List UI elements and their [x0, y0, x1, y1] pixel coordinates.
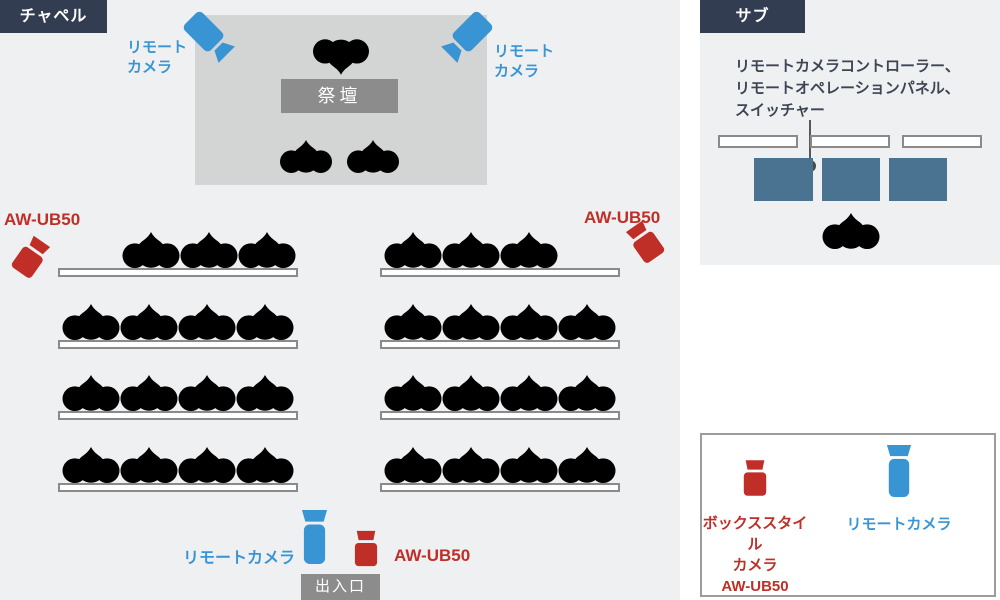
couple-person-icon	[280, 139, 332, 174]
console-desk-icon	[822, 158, 880, 201]
pew-bench	[58, 268, 298, 277]
console-desk-icon	[889, 158, 947, 201]
pew-bench	[58, 411, 298, 420]
attendee-icon	[384, 231, 442, 269]
officiant-icon	[313, 38, 369, 76]
monitor-icon	[810, 135, 890, 148]
attendee-icon	[120, 303, 178, 341]
attendee-icon	[500, 446, 558, 484]
attendee-icon	[500, 303, 558, 341]
attendee-icon	[442, 231, 500, 269]
sub-equipment-note: リモートカメラコントローラー、 リモートオペレーションパネル、 スイッチャー	[735, 56, 993, 122]
attendee-icon	[180, 231, 238, 269]
label-line: リモート	[494, 43, 555, 60]
attendee-icon	[122, 231, 180, 269]
couple-person-icon	[347, 139, 399, 174]
attendee-icon	[120, 446, 178, 484]
box-camera-bottom-icon	[352, 530, 380, 567]
note-line: リモートカメラコントローラー、	[735, 58, 960, 75]
attendee-icon	[558, 303, 616, 341]
attendee-icon	[384, 446, 442, 484]
attendee-icon	[120, 374, 178, 412]
box-camera-left-label: AW-UB50	[4, 210, 81, 229]
legend-remote-camera-label: リモートカメラ	[846, 516, 952, 533]
remote-camera-bottom-icon	[301, 507, 328, 567]
attendee-icon	[236, 374, 294, 412]
legend-box-camera-icon	[741, 459, 769, 497]
pew-bench	[58, 340, 298, 349]
attendee-icon	[384, 303, 442, 341]
attendee-icon	[178, 303, 236, 341]
pew-bench	[380, 340, 620, 349]
pew-bench	[58, 483, 298, 492]
legend-remote-camera-icon	[886, 444, 912, 498]
attendee-icon	[178, 446, 236, 484]
box-camera-bottom-label: AW-UB50	[394, 546, 471, 565]
attendee-icon	[62, 374, 120, 412]
attendee-icon	[236, 303, 294, 341]
label-line: カメラ	[494, 63, 540, 80]
attendee-icon	[558, 446, 616, 484]
monitor-icon	[718, 135, 798, 148]
label-line: AW-UB50	[721, 578, 789, 595]
label-line: カメラ	[732, 557, 778, 574]
attendee-icon	[236, 446, 294, 484]
chapel-title-badge: チャペル	[0, 0, 107, 33]
legend-box-camera-label: ボックススタイル カメラ AW-UB50	[700, 513, 810, 597]
attendee-icon	[558, 374, 616, 412]
attendee-icon	[500, 374, 558, 412]
label-line: カメラ	[127, 59, 173, 76]
note-line: スイッチャー	[735, 102, 825, 119]
attendee-icon	[442, 446, 500, 484]
console-desk-icon	[754, 158, 813, 201]
operator-icon	[822, 212, 880, 250]
monitor-icon	[902, 135, 982, 148]
attendee-icon	[238, 231, 296, 269]
note-line: リモートオペレーションパネル、	[735, 80, 960, 97]
sub-title-badge: サブ	[700, 0, 805, 33]
attendee-icon	[178, 374, 236, 412]
attendee-icon	[62, 446, 120, 484]
entrance-badge: 出入口	[301, 574, 380, 600]
label-line: リモート	[127, 39, 188, 56]
attendee-icon	[62, 303, 120, 341]
pew-bench	[380, 483, 620, 492]
remote-camera-bottom-label: リモートカメラ	[182, 550, 295, 567]
label-line: ボックススタイル	[702, 515, 808, 553]
remote-camera-top-left-label: リモート カメラ	[127, 38, 187, 78]
attendee-icon	[442, 374, 500, 412]
altar-badge: 祭壇	[281, 79, 398, 113]
pew-bench	[380, 268, 620, 277]
pew-bench	[380, 411, 620, 420]
attendee-icon	[442, 303, 500, 341]
remote-camera-top-right-label: リモート カメラ	[494, 42, 554, 82]
attendee-icon	[500, 231, 558, 269]
attendee-icon	[384, 374, 442, 412]
